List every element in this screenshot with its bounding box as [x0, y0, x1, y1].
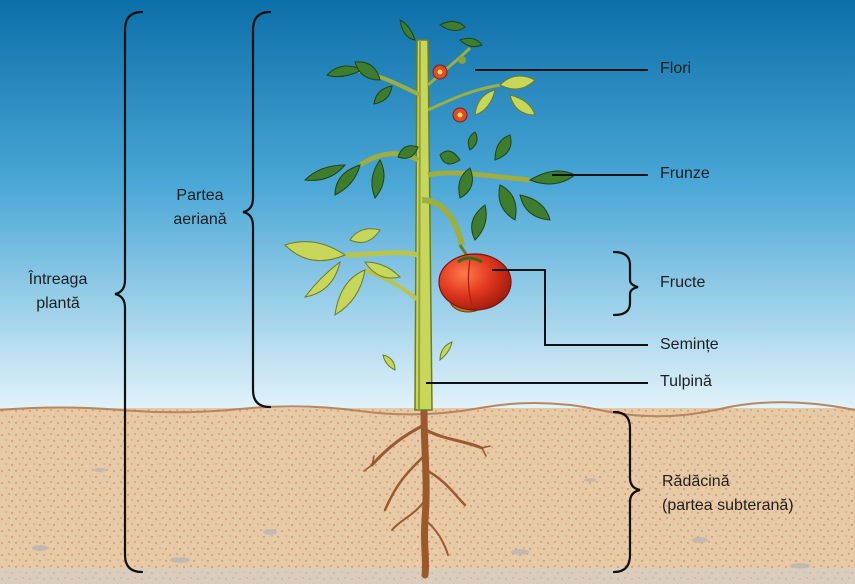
dark-leaves: [303, 19, 576, 241]
label-fruits: Fructe: [660, 274, 706, 291]
label-root-line2: (partea subterană): [662, 497, 794, 514]
soil-surface-line: [0, 401, 855, 418]
light-leaves: [284, 75, 536, 371]
plant-stem: [344, 39, 531, 411]
label-whole-line2: plantă: [36, 295, 80, 312]
label-whole-line1: Întreaga: [28, 271, 88, 288]
braces: [114, 10, 641, 574]
label-root-line1: Rădăcină: [662, 473, 730, 490]
label-stem: Tulpină: [660, 373, 712, 390]
label-seeds: Semințe: [660, 336, 719, 353]
flowers: [432, 56, 468, 123]
tomato-fruit: [438, 244, 512, 313]
label-flowers: Flori: [660, 60, 692, 77]
brace-aerial-part: [242, 10, 272, 409]
pointer-lines: [426, 69, 648, 384]
pointer-seeds: [492, 269, 648, 346]
brace-fruits: [612, 250, 639, 317]
label-leaves: Frunze: [660, 165, 710, 182]
brace-whole-plant: [114, 10, 144, 574]
plant-roots: [363, 406, 491, 579]
label-aerial-line2: aeriană: [173, 211, 227, 228]
soil-stones: [32, 468, 810, 569]
label-aerial-line1: Partea: [176, 187, 224, 204]
root-hairs: [409, 529, 440, 570]
brace-root: [612, 410, 641, 574]
